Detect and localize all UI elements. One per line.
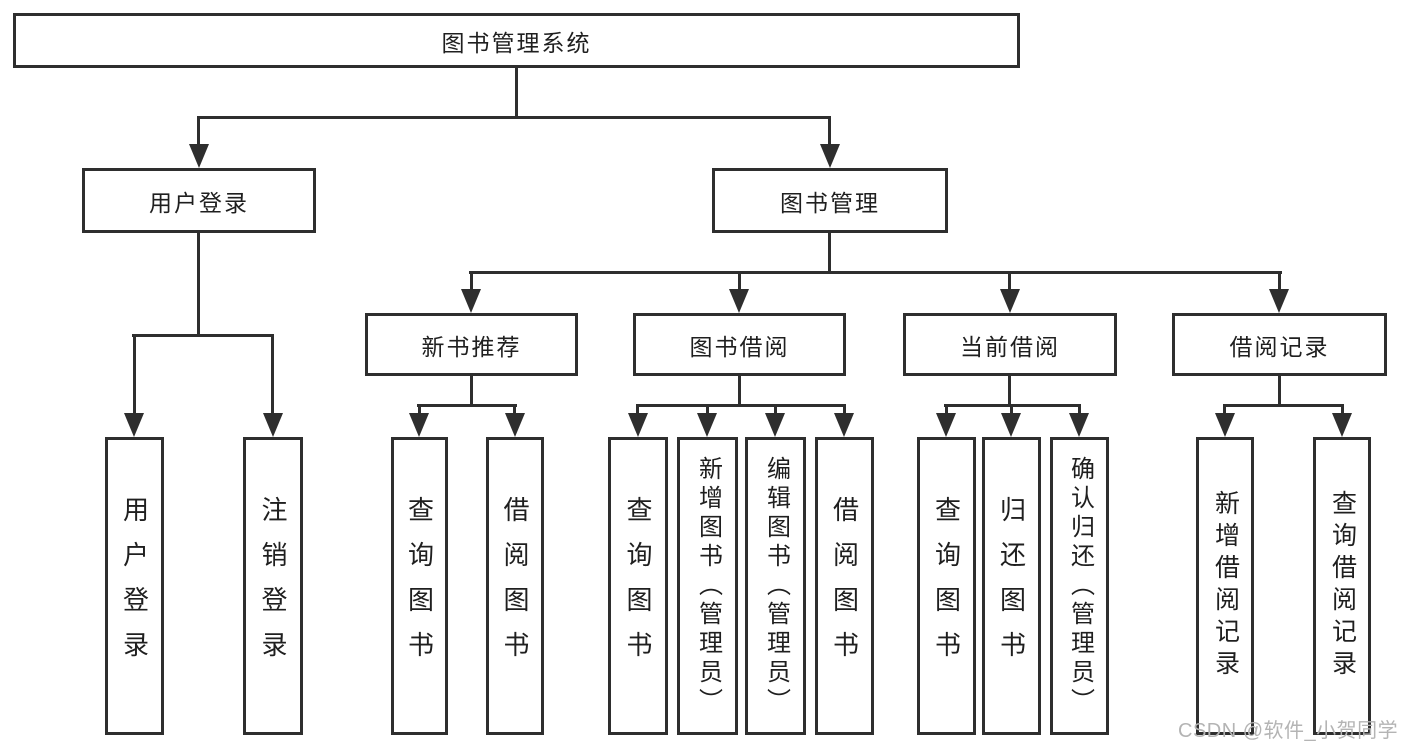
connector-line	[470, 271, 473, 291]
leaf-user-login-label: 用户登录	[119, 496, 150, 676]
connector-line	[418, 404, 421, 416]
arrow-head-icon	[1215, 413, 1235, 437]
leaf-query-borrow-record-label: 查询借阅记录	[1328, 490, 1357, 682]
connector-line	[133, 334, 136, 415]
node-new-book-recommend: 新书推荐	[365, 313, 578, 376]
connector-line	[1341, 404, 1344, 416]
node-current-borrowing: 当前借阅	[903, 313, 1117, 376]
leaf-query-books-current-label: 查询图书	[931, 496, 962, 676]
node-book-management: 图书管理	[712, 168, 948, 233]
leaf-query-books-borrowing-label: 查询图书	[623, 496, 653, 676]
arrow-head-icon	[765, 413, 785, 437]
connector-line	[828, 116, 831, 147]
connector-line	[1078, 404, 1081, 416]
leaf-edit-books-admin: 编辑图书（管理员）	[745, 437, 806, 735]
leaf-query-books-borrowing: 查询图书	[608, 437, 668, 735]
connector-line	[1223, 404, 1344, 407]
arrow-head-icon	[1001, 413, 1021, 437]
node-new-book-recommend-label: 新书推荐	[421, 333, 522, 360]
connector-line	[945, 404, 948, 416]
connector-line	[774, 404, 777, 416]
arrow-head-icon	[628, 413, 648, 437]
connector-line	[197, 232, 200, 336]
arrow-head-icon	[697, 413, 717, 437]
arrow-head-icon	[936, 413, 956, 437]
arrow-head-icon	[1069, 413, 1089, 437]
leaf-user-login: 用户登录	[105, 437, 164, 735]
leaf-add-books-admin-label: 新增图书（管理员）	[694, 455, 722, 717]
leaf-query-books-current: 查询图书	[917, 437, 976, 735]
leaf-borrow-books: 借阅图书	[815, 437, 874, 735]
arrow-head-icon	[461, 289, 481, 313]
connector-line	[1223, 404, 1226, 416]
connector-line	[1278, 271, 1281, 291]
leaf-add-borrow-record: 新增借阅记录	[1196, 437, 1254, 735]
leaf-confirm-return-admin-label: 确认归还（管理员）	[1066, 455, 1094, 717]
connector-line	[417, 404, 517, 407]
arrow-head-icon	[263, 413, 283, 437]
csdn-watermark: CSDN @软件_小贺同学	[1178, 720, 1399, 742]
connector-line	[1010, 404, 1013, 416]
arrow-head-icon	[124, 413, 144, 437]
connector-line	[738, 374, 741, 406]
connector-line	[271, 334, 274, 415]
connector-line	[197, 116, 831, 119]
leaf-borrow-books-recommend: 借阅图书	[486, 437, 544, 735]
connector-line	[1008, 374, 1011, 406]
connector-line	[706, 404, 709, 416]
arrow-head-icon	[1000, 289, 1020, 313]
leaf-query-books-recommend-label: 查询图书	[404, 496, 435, 676]
leaf-edit-books-admin-label: 编辑图书（管理员）	[762, 455, 790, 717]
leaf-return-books: 归还图书	[982, 437, 1041, 735]
arrow-head-icon	[834, 413, 854, 437]
node-borrowing-records: 借阅记录	[1172, 313, 1387, 376]
connector-line	[469, 271, 1282, 274]
connector-line	[515, 67, 518, 119]
arrow-head-icon	[1332, 413, 1352, 437]
connector-line	[636, 404, 846, 407]
node-borrowing-records-label: 借阅记录	[1229, 333, 1330, 360]
leaf-borrow-books-label: 借阅图书	[829, 496, 860, 676]
arrow-head-icon	[505, 413, 525, 437]
node-book-management-label: 图书管理	[780, 189, 880, 216]
leaf-confirm-return-admin: 确认归还（管理员）	[1050, 437, 1109, 735]
arrow-head-icon	[1269, 289, 1289, 313]
connector-line	[1278, 374, 1281, 406]
leaf-logout-label: 注销登录	[258, 496, 288, 676]
node-root-label: 图书管理系统	[441, 29, 592, 56]
connector-line	[636, 404, 639, 416]
node-book-borrowing: 图书借阅	[633, 313, 846, 376]
node-user-login: 用户登录	[82, 168, 316, 233]
leaf-add-borrow-record-label: 新增借阅记录	[1211, 490, 1240, 682]
arrow-head-icon	[409, 413, 429, 437]
leaf-add-books-admin: 新增图书（管理员）	[677, 437, 738, 735]
connector-line	[738, 271, 741, 291]
node-current-borrowing-label: 当前借阅	[960, 333, 1060, 360]
arrow-head-icon	[820, 144, 840, 168]
leaf-query-borrow-record: 查询借阅记录	[1313, 437, 1371, 735]
connector-line	[197, 116, 200, 147]
arrow-head-icon	[729, 289, 749, 313]
node-book-borrowing-label: 图书借阅	[689, 333, 790, 360]
connector-line	[843, 404, 846, 416]
connector-line	[513, 404, 516, 416]
connector-line	[1008, 271, 1011, 291]
arrow-head-icon	[189, 144, 209, 168]
connector-line	[470, 374, 473, 406]
node-root: 图书管理系统	[13, 13, 1020, 68]
node-user-login-label: 用户登录	[149, 189, 249, 216]
leaf-logout: 注销登录	[243, 437, 303, 735]
leaf-query-books-recommend: 查询图书	[391, 437, 448, 735]
leaf-borrow-books-recommend-label: 借阅图书	[500, 496, 530, 676]
connector-line	[828, 232, 831, 273]
leaf-return-books-label: 归还图书	[996, 496, 1027, 676]
connector-line	[132, 334, 274, 337]
